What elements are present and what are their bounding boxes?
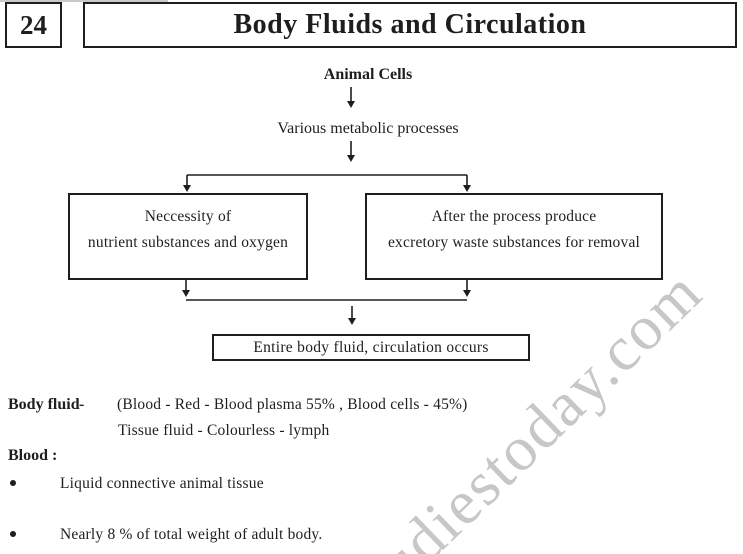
necessity-box: Neccessity of nutrient substances and ox… [68, 193, 308, 280]
blood-bullet-2: Nearly 8 % of total weight of adult body… [60, 526, 323, 543]
necessity-box-line1: Neccessity of [144, 208, 232, 225]
excretory-box-line1: After the process produce [431, 208, 597, 225]
chapter-number-box: 24 [5, 2, 62, 48]
blood-heading: Blood : [8, 447, 58, 464]
body-fluid-detail-line1: (Blood - Red - Blood plasma 55% , Blood … [117, 396, 468, 413]
body-fluid-label: Body fluid [8, 396, 80, 413]
arrow-down-3 [348, 306, 356, 325]
flow-node-metabolic-processes: Various metabolic processes [277, 120, 459, 137]
result-box-text: Entire body fluid, circulation occurs [253, 338, 489, 356]
merge-connector [182, 280, 471, 301]
chapter-number: 24 [20, 9, 47, 40]
bullet-icon [10, 480, 16, 486]
branch-connector [183, 174, 471, 192]
excretory-box-line2: excretory waste substances for removal [387, 234, 641, 251]
arrow-down-1 [347, 87, 355, 108]
bullet-icon [10, 531, 16, 537]
body-fluid-detail-line2: Tissue fluid - Colourless - lymph [118, 422, 330, 439]
necessity-box-line2: nutrient substances and oxygen [87, 234, 289, 251]
scan-artifact [0, 0, 168, 2]
arrow-down-2 [347, 141, 355, 162]
excretory-box: After the process produce excretory wast… [365, 193, 663, 280]
flow-node-animal-cells: Animal Cells [323, 66, 413, 83]
page-title: Body Fluids and Circulation [233, 9, 587, 40]
result-box: Entire body fluid, circulation occurs [212, 334, 530, 361]
title-box: Body Fluids and Circulation [83, 2, 737, 48]
body-fluid-dash: - [79, 396, 85, 413]
blood-bullet-1: Liquid connective animal tissue [60, 475, 264, 492]
